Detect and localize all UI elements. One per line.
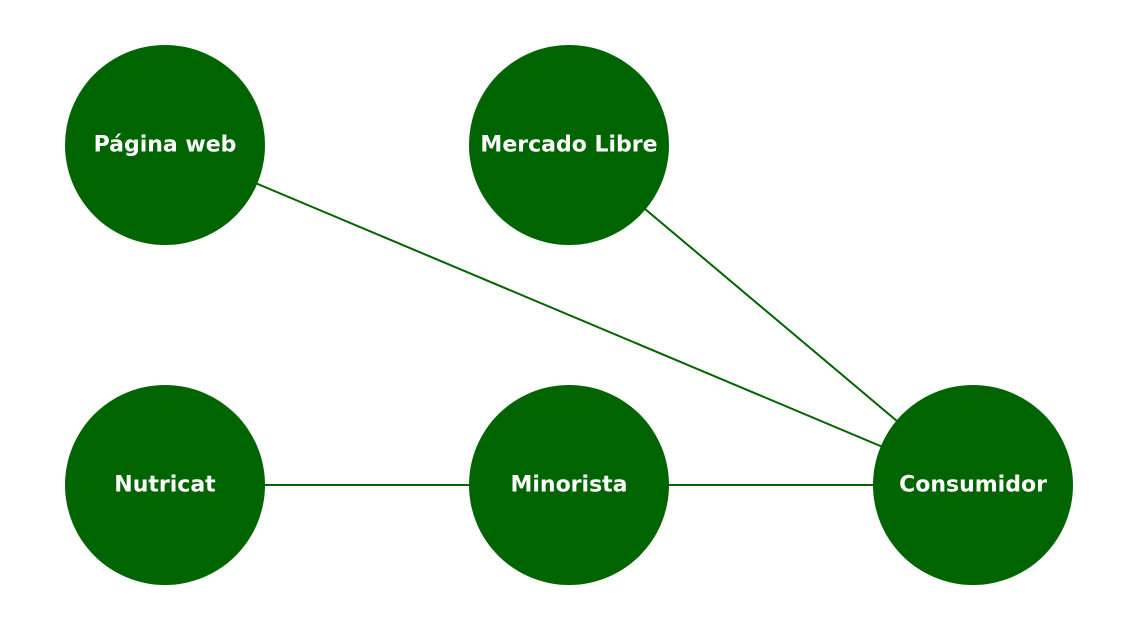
node-pagina: Página web (65, 45, 265, 245)
node-label: Minorista (510, 473, 627, 498)
node-mercado: Mercado Libre (469, 45, 669, 245)
node-circle (469, 45, 669, 245)
node-label: Página web (94, 133, 237, 158)
node-circle (469, 385, 669, 585)
node-circle (873, 385, 1073, 585)
node-label: Consumidor (899, 473, 1047, 498)
node-minorista: Minorista (469, 385, 669, 585)
node-circle (65, 385, 265, 585)
node-circle (65, 45, 265, 245)
node-label: Mercado Libre (480, 133, 657, 158)
edge-pagina-consumidor (164, 144, 974, 486)
node-label: Nutricat (114, 473, 216, 498)
node-nutricat: Nutricat (65, 385, 265, 585)
node-consumidor: Consumidor (873, 385, 1073, 585)
